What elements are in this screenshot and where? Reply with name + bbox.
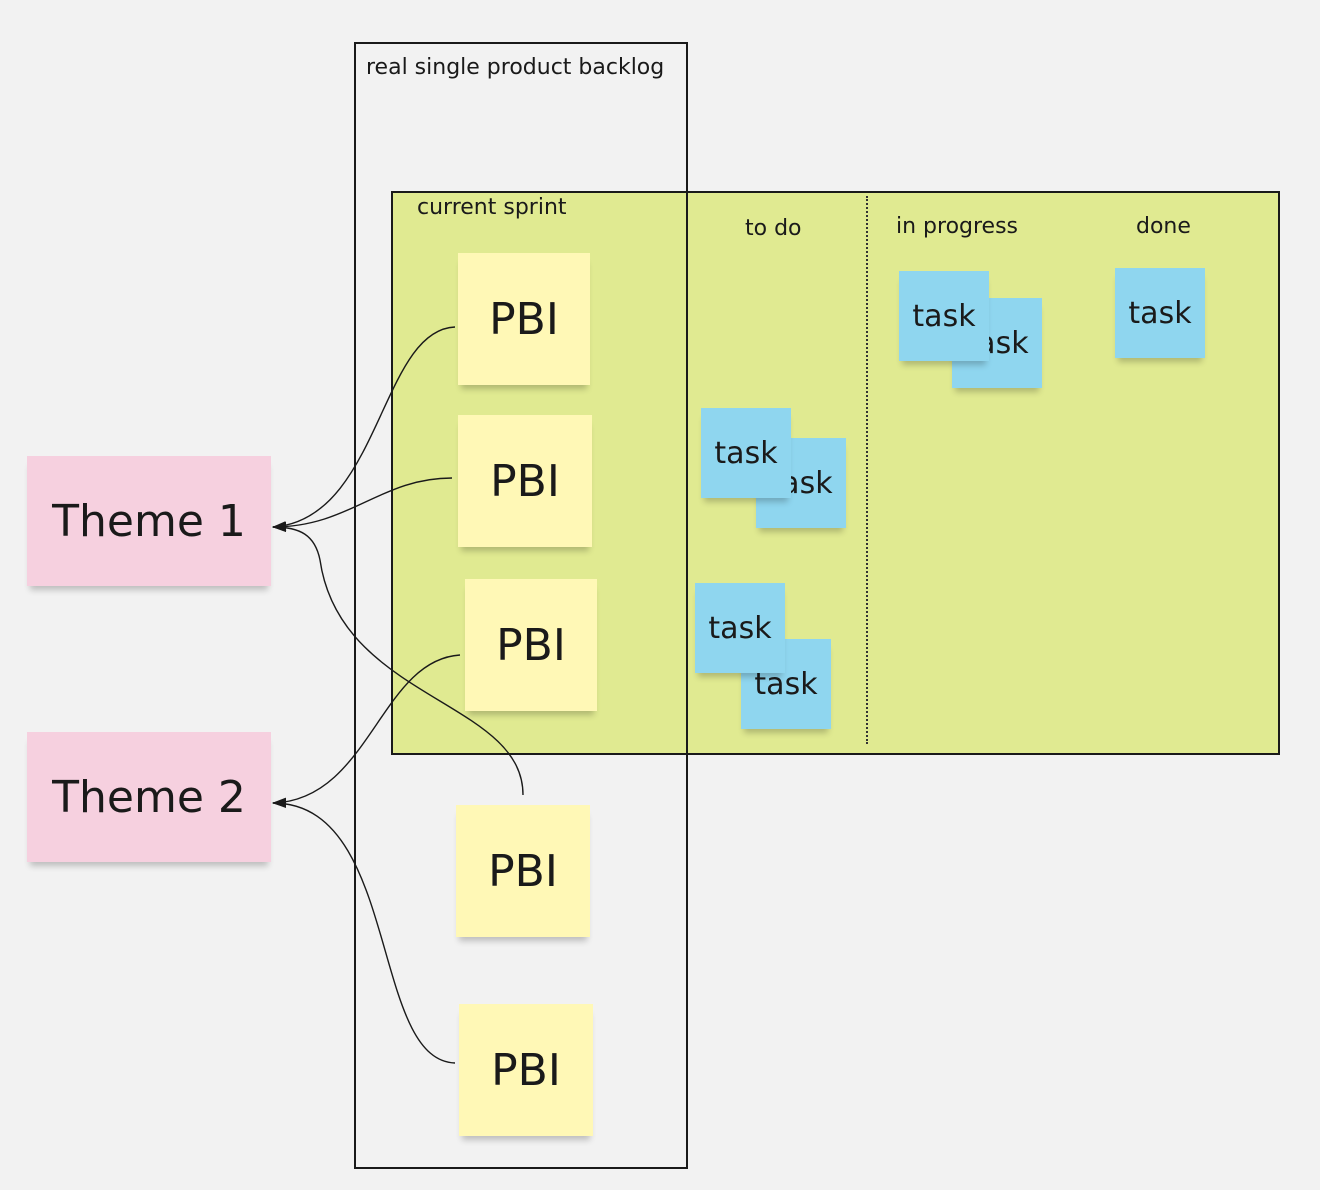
- backlog-title: real single product backlog: [366, 55, 665, 80]
- theme-sticky[interactable]: Theme 2: [27, 732, 271, 862]
- pbi-sticky[interactable]: PBI: [456, 805, 590, 937]
- pbi-sticky[interactable]: PBI: [459, 1004, 593, 1136]
- column-header-todo: to do: [745, 216, 802, 241]
- pbi-sticky[interactable]: PBI: [465, 579, 597, 711]
- theme-sticky[interactable]: Theme 1: [27, 456, 271, 586]
- pbi-sticky[interactable]: PBI: [458, 415, 592, 547]
- sprint-title: current sprint: [417, 195, 567, 220]
- column-header-in-progress: in progress: [896, 214, 1019, 239]
- connector-pbi5-theme2: [272, 798, 456, 1064]
- task-sticky[interactable]: task: [701, 408, 791, 498]
- column-divider: [866, 196, 868, 744]
- task-sticky[interactable]: task: [899, 271, 989, 361]
- task-sticky[interactable]: task: [695, 583, 785, 673]
- column-header-done: done: [1136, 214, 1191, 239]
- pbi-sticky[interactable]: PBI: [458, 253, 590, 385]
- task-sticky[interactable]: task: [1115, 268, 1205, 358]
